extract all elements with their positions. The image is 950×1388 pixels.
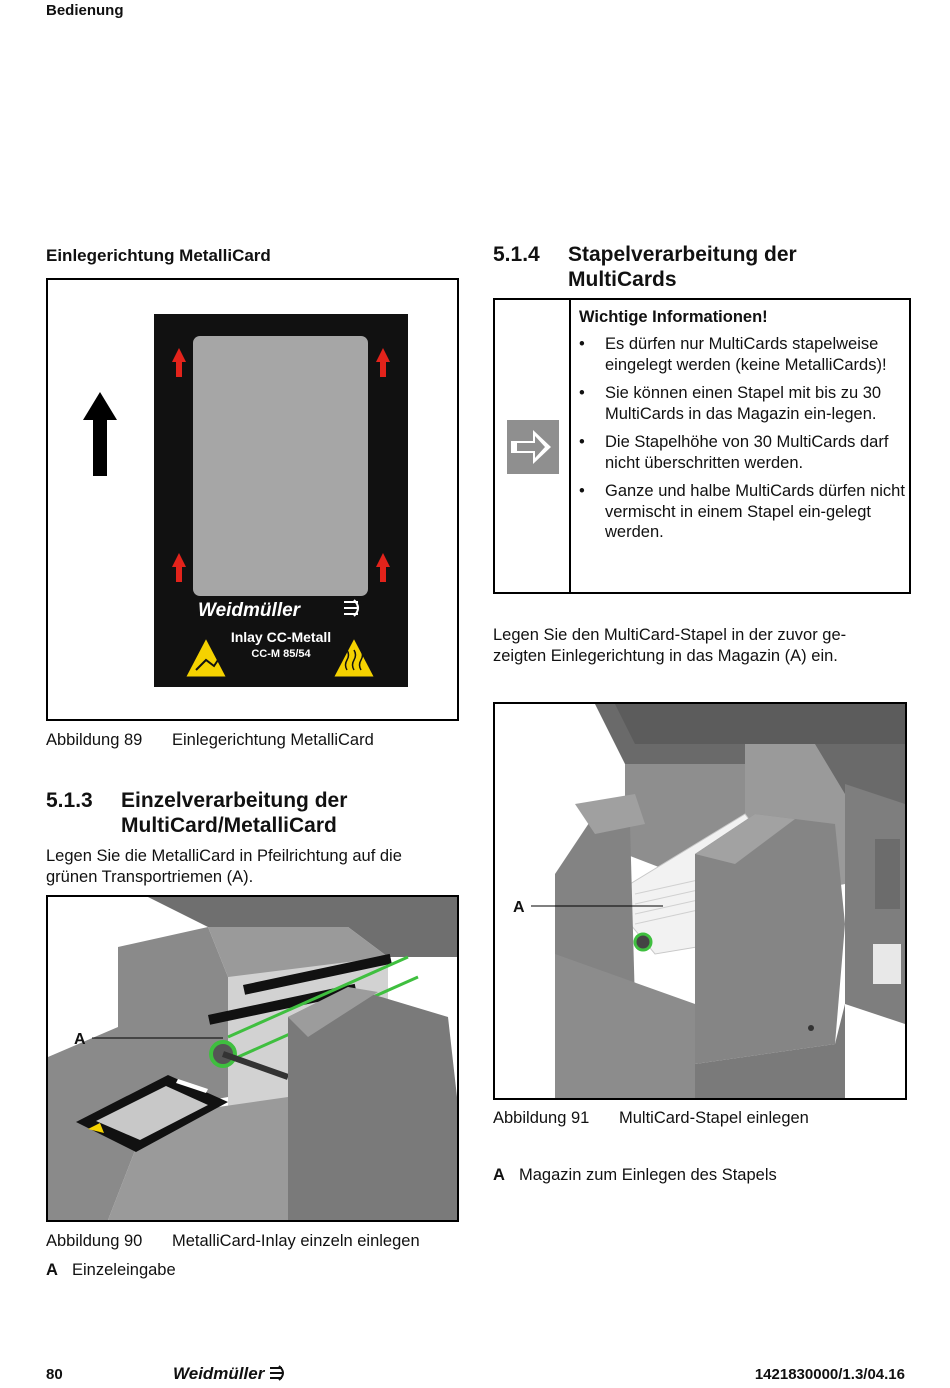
- section-5-1-4-number: 5.1.4: [493, 243, 540, 266]
- insert-direction-arrow-icon: [83, 392, 117, 476]
- hot-surface-warning-icon: [181, 632, 231, 680]
- footer-brand-text: Weidmüller: [173, 1364, 265, 1383]
- figure-91-caption: Abbildung 91 MultiCard-Stapel einlegen: [493, 1109, 809, 1128]
- info-box-title: Wichtige Informationen!: [579, 308, 768, 326]
- figure-90-caption-text: MetalliCard-Inlay einzeln einlegen: [172, 1232, 420, 1250]
- figure-91-legend-text: Magazin zum Einlegen des Stapels: [519, 1166, 777, 1184]
- card-code: CC-M 85/54: [251, 648, 311, 660]
- figure-91-caption-number: Abbildung 91: [493, 1109, 590, 1127]
- figure-90-caption: Abbildung 90 MetalliCard-Inlay einzeln ei…: [46, 1232, 420, 1251]
- page-header-section: Bedienung: [46, 2, 124, 19]
- section-5-1-3-body: Legen Sie die MetalliCard in Pfeilrichtu…: [46, 847, 402, 886]
- figure-90-caption-number: Abbildung 90: [46, 1232, 143, 1250]
- card-product: Inlay CC-Metall: [231, 629, 331, 645]
- info-box-divider: [569, 300, 571, 592]
- section-5-1-3-heading: 5.1.3 Einzelverarbeitung der MultiCard/M…: [46, 788, 456, 840]
- weidmueller-logo-icon: [344, 599, 359, 617]
- section-5-1-4-body: Legen Sie den MultiCard-Stapel in der zu…: [493, 626, 847, 665]
- info-list-item: •Sie können einen Stapel mit bis zu 30 M…: [579, 384, 882, 423]
- figure-90-callout-a: A: [74, 1031, 86, 1048]
- single-feed-machine-illustration: A: [48, 897, 457, 1220]
- info-item-2-text: Sie können einen Stapel mit bis zu 30 Mu…: [605, 384, 882, 423]
- figure-89-caption: Abbildung 89 Einlegerichtung MetalliCard: [46, 731, 374, 750]
- card-brand: Weidmüller: [198, 600, 302, 621]
- info-item-1-text: Es dürfen nur MultiCards stapelweise ein…: [605, 335, 887, 374]
- figure-91-callout-a: A: [513, 899, 525, 916]
- metallicard-illustration: Weidmüller Inlay CC-Metall CC-M 85/54: [83, 314, 408, 687]
- weidmueller-logo-icon: [270, 1365, 285, 1381]
- card-window: [193, 336, 368, 596]
- red-direction-arrows: [172, 348, 390, 582]
- figure-91-caption-text: MultiCard-Stapel einlegen: [619, 1109, 809, 1127]
- info-item-3-text: Die Stapelhöhe von 30 MultiCards darf ni…: [605, 433, 889, 472]
- info-list-item: •Es dürfen nur MultiCards stapelweise ei…: [579, 335, 887, 374]
- figure-91: A: [493, 702, 907, 1100]
- heat-warning-icon: [329, 632, 379, 680]
- figure-90-legend: A Einzeleingabe: [46, 1261, 176, 1280]
- figure-89: Weidmüller Inlay CC-Metall CC-M 85/54: [46, 278, 459, 721]
- section-5-1-4-title: Stapelverarbeitung der MultiCards: [568, 243, 797, 291]
- figure-90: A: [46, 895, 459, 1222]
- arrow-right-icon: [507, 420, 559, 474]
- magazine-machine-illustration: A: [495, 704, 905, 1098]
- figure-89-heading: Einlegerichtung MetalliCard: [46, 246, 271, 265]
- section-5-1-3-title: Einzelverarbeitung der MultiCard/Metalli…: [121, 789, 348, 837]
- footer-brand-logo: Weidmüller: [173, 1364, 287, 1384]
- info-list: •Es dürfen nur MultiCards stapelweise ei…: [579, 334, 905, 551]
- section-5-1-4-heading: 5.1.4 Stapelverarbeitung der MultiCards: [493, 242, 903, 294]
- info-list-item: •Die Stapelhöhe von 30 MultiCards darf n…: [579, 433, 889, 472]
- figure-89-caption-number: Abbildung 89: [46, 731, 143, 749]
- figure-90-legend-key: A: [46, 1261, 58, 1279]
- page-number: 80: [46, 1366, 63, 1383]
- important-info-box: Wichtige Informationen! •Es dürfen nur M…: [493, 298, 911, 594]
- figure-89-caption-text: Einlegerichtung MetalliCard: [172, 731, 374, 749]
- figure-91-legend: A Magazin zum Einlegen des Stapels: [493, 1166, 777, 1185]
- info-item-4-text: Ganze und halbe MultiCards dürfen nicht …: [605, 482, 905, 541]
- info-list-item: •Ganze und halbe MultiCards dürfen nicht…: [579, 482, 905, 541]
- document-number: 1421830000/1.3/04.16: [754, 1366, 905, 1383]
- section-5-1-3-number: 5.1.3: [46, 789, 93, 812]
- figure-91-legend-key: A: [493, 1166, 505, 1184]
- figure-90-legend-text: Einzeleingabe: [72, 1261, 176, 1279]
